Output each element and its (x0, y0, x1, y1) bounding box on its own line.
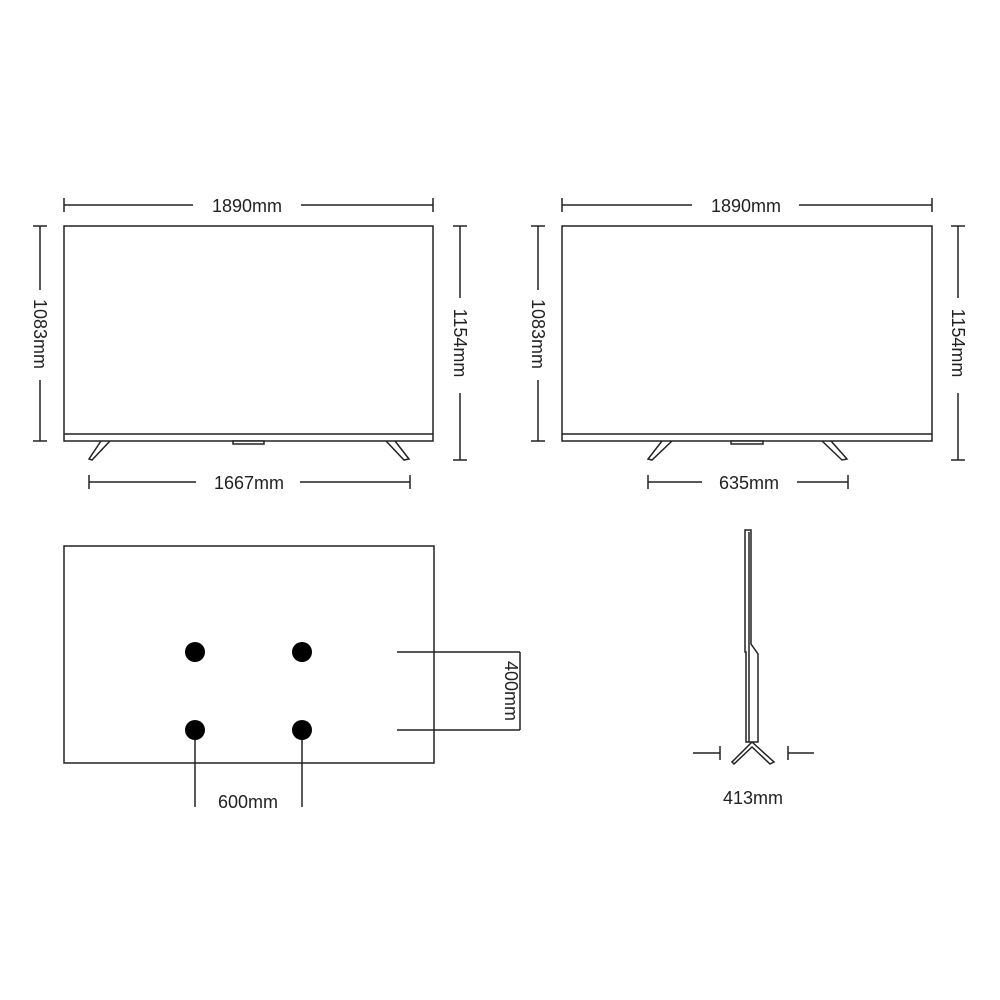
tv-panel (63, 225, 434, 442)
center-sensor (232, 440, 265, 445)
stand-span-label: 635mm (719, 473, 779, 493)
front-view-narrow-stand: 1890mm 1083mm 1154mm 635 (528, 196, 968, 493)
stand-feet (646, 440, 849, 461)
panel-height-dimension: 1083mm (528, 225, 548, 442)
stand-span-dimension: 1667mm (88, 473, 411, 493)
rear-view-vesa: 600mm 400mm (63, 545, 521, 812)
tv-back-panel (63, 545, 435, 764)
stand-foot (730, 741, 776, 766)
mount-hole-icon (185, 720, 205, 740)
stand-depth-dimension: 413mm (693, 746, 814, 808)
stand-span-label: 1667mm (214, 473, 284, 493)
mount-holes (185, 642, 312, 740)
center-sensor (730, 440, 764, 445)
front-view-wide-stand: 1890mm 1083mm 1154mm (30, 196, 470, 493)
total-height-dimension: 1154mm (450, 225, 470, 461)
total-height-dimension: 1154mm (948, 225, 968, 461)
vesa-vertical-label: 400mm (501, 661, 521, 721)
tv-side-profile (744, 529, 759, 743)
total-height-label: 1154mm (948, 309, 968, 378)
total-height-label: 1154mm (450, 309, 470, 378)
vesa-horizontal-label: 600mm (218, 792, 278, 812)
stand-depth-label: 413mm (723, 788, 783, 808)
tv-panel (561, 225, 933, 442)
mount-hole-icon (292, 720, 312, 740)
side-view: 413mm (693, 529, 814, 808)
stand-span-dimension: 635mm (647, 473, 849, 493)
panel-height-label: 1083mm (30, 299, 50, 369)
width-dimension: 1890mm (561, 196, 933, 216)
stand-feet (87, 440, 411, 461)
vesa-vertical-dimension: 400mm (397, 651, 521, 731)
panel-height-dimension: 1083mm (30, 225, 50, 442)
width-label: 1890mm (711, 196, 781, 216)
width-label: 1890mm (212, 196, 282, 216)
mount-hole-icon (185, 642, 205, 662)
vesa-horizontal-dimension: 600mm (194, 740, 303, 812)
mount-hole-icon (292, 642, 312, 662)
width-dimension: 1890mm (63, 196, 434, 216)
panel-height-label: 1083mm (528, 299, 548, 369)
